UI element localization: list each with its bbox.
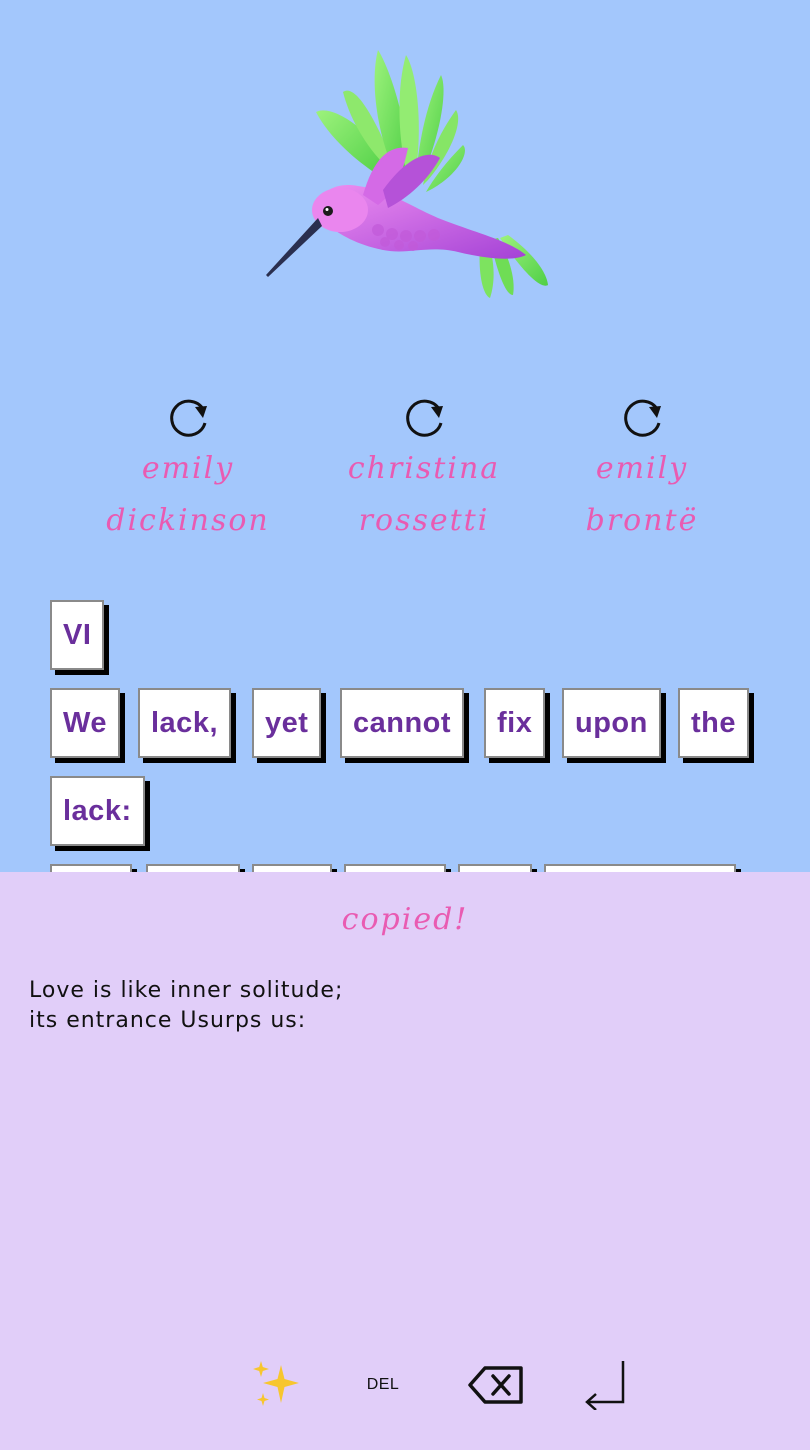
word-board: emily dickinson christina rossetti emily…	[0, 0, 810, 872]
backspace-button[interactable]	[465, 1360, 527, 1410]
poet-name-line1: emily	[141, 451, 235, 486]
poem-line: Love is like inner solitude;	[29, 978, 344, 1003]
poet-name-line2: rossetti	[358, 503, 490, 538]
poem-panel: copied! Love is like inner solitude; its…	[0, 872, 810, 1450]
delete-button[interactable]: DEL	[366, 1376, 400, 1393]
poet-name-line2: brontë	[585, 503, 699, 538]
word-tile[interactable]: We	[50, 688, 120, 758]
word-tile[interactable]: cannot	[340, 688, 465, 758]
hummingbird-icon	[266, 50, 548, 298]
word-tile[interactable]	[544, 864, 736, 872]
refresh-icon	[170, 399, 207, 437]
refresh-icon	[406, 399, 443, 437]
backspace-icon	[468, 1366, 523, 1404]
poet-dickinson-button[interactable]: emily dickinson	[88, 395, 288, 545]
word-tile[interactable]	[458, 864, 532, 872]
poem-line: its entrance Usurps us:	[29, 1008, 307, 1033]
poet-name-line1: emily	[595, 451, 689, 486]
poet-rossetti-button[interactable]: christina rossetti	[324, 395, 524, 545]
word-tile[interactable]	[146, 864, 240, 872]
poet-name-line1: christina	[347, 451, 501, 486]
word-tile[interactable]: lack:	[50, 776, 145, 846]
status-message: copied!	[341, 902, 469, 937]
sparkles-button[interactable]	[246, 1355, 308, 1415]
poet-bronte-button[interactable]: emily brontë	[542, 395, 742, 545]
word-tile[interactable]: yet	[252, 688, 322, 758]
word-tile[interactable]	[252, 864, 332, 872]
enter-button[interactable]	[580, 1356, 630, 1412]
word-tile[interactable]	[344, 864, 446, 872]
word-tile[interactable]	[50, 864, 132, 872]
word-tile[interactable]: upon	[562, 688, 661, 758]
sparkles-icon	[253, 1361, 299, 1406]
word-tile[interactable]: the	[678, 688, 749, 758]
enter-icon	[585, 1361, 625, 1410]
refresh-icon	[624, 399, 661, 437]
word-tile[interactable]: VI	[50, 600, 105, 670]
word-tile[interactable]: fix	[484, 688, 546, 758]
word-tile[interactable]: lack,	[138, 688, 231, 758]
poem-text[interactable]: Love is like inner solitude; its entranc…	[29, 976, 789, 1036]
poet-name-line2: dickinson	[106, 503, 270, 538]
